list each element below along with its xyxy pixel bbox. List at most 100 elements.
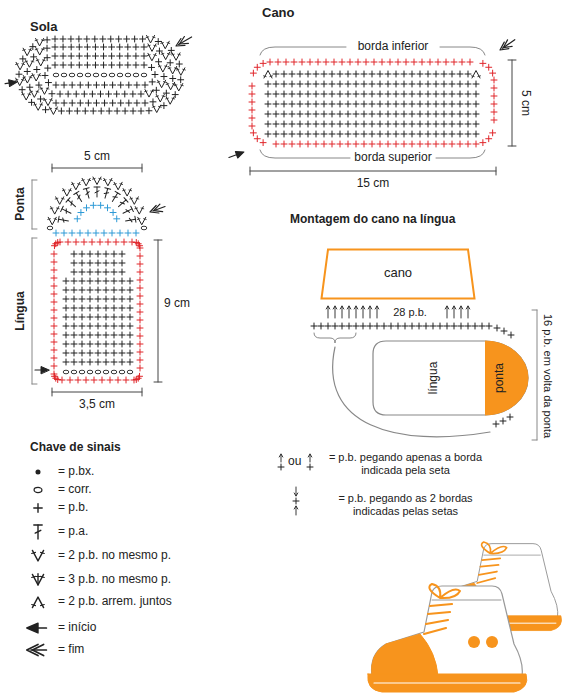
inc2-stitch — [114, 182, 122, 190]
pb-stitch — [382, 59, 383, 65]
pb-stitch — [88, 230, 89, 236]
pb-stitch — [412, 101, 413, 107]
inc2-stitch — [32, 576, 36, 577]
edge-arrow — [294, 506, 298, 509]
inc2-stitch — [43, 59, 46, 61]
pb-stitch — [404, 101, 405, 107]
pb-stitch — [276, 101, 277, 107]
cano-outline — [322, 250, 475, 299]
pb-stitch — [372, 121, 373, 127]
inc2-stitch — [156, 95, 159, 97]
pb-stitch — [364, 141, 365, 147]
pb-stitch — [66, 359, 67, 365]
pb-stitch — [82, 260, 83, 266]
pb-stitch — [348, 141, 349, 147]
pb-stitch — [452, 121, 453, 127]
pb-stitch — [80, 100, 81, 106]
pb-stitch — [104, 100, 105, 106]
pa-stitch — [74, 191, 79, 194]
chain-stitch — [79, 370, 85, 374]
inc2-stitch — [22, 93, 25, 95]
chain-stitch — [71, 370, 77, 374]
pb-stitch — [348, 131, 349, 137]
pb-stitch — [95, 53, 96, 59]
bracket-line — [537, 310, 538, 440]
pb-stitch — [428, 101, 429, 107]
chain-stitch — [93, 73, 99, 77]
pb-stitch — [460, 121, 461, 127]
pb-stitch — [334, 59, 335, 65]
pb-stitch — [412, 91, 413, 97]
pa-stitch — [83, 188, 92, 199]
pb-stitch — [74, 287, 75, 293]
pb-stitch — [84, 91, 85, 97]
chain-stitch — [127, 370, 133, 374]
lingua-shape: línguaponta — [372, 340, 530, 416]
pb-stitch — [54, 371, 55, 377]
inc2-stitch — [16, 62, 24, 70]
pb-stitch — [79, 62, 80, 68]
pb-stitch — [114, 359, 115, 365]
inc2-stitch — [169, 66, 177, 74]
bracket-line — [260, 150, 350, 158]
pb-stitch — [88, 82, 89, 88]
pb-stitch — [420, 141, 421, 147]
pb-stitch — [370, 323, 371, 329]
pb-stitch — [340, 101, 341, 107]
pb-stitch — [476, 141, 477, 147]
pa-stitch — [105, 188, 111, 190]
pb-stitch — [278, 59, 279, 65]
pb-stitch — [420, 81, 421, 87]
inc2-stitch — [166, 83, 169, 85]
pb-stitch — [468, 121, 469, 127]
pb-stitch — [36, 67, 37, 73]
inc2-stitch — [44, 98, 52, 106]
pb-stitch — [122, 359, 123, 365]
inc2-stitch — [42, 48, 45, 50]
inc2-stitch — [158, 80, 166, 88]
inc2-stitch — [78, 183, 81, 185]
pb-stitch — [60, 91, 61, 97]
pb-stitch — [391, 323, 392, 329]
inc2-stitch — [50, 99, 53, 101]
pb-stitch — [364, 91, 365, 97]
pb-stitch — [98, 278, 99, 284]
inc2-stitch — [54, 218, 57, 220]
pb-stitch — [66, 332, 67, 338]
chain-stitch — [61, 73, 67, 77]
pb-stitch — [284, 111, 285, 117]
pb-stitch — [504, 328, 505, 334]
edge-arrow — [294, 493, 298, 496]
pb-stitch — [125, 108, 126, 114]
pb-stitch — [348, 111, 349, 117]
pb-stitch — [55, 62, 56, 68]
pb-stitch — [87, 62, 88, 68]
pb-stitch — [420, 101, 421, 107]
pb-stitch — [66, 314, 67, 320]
pb-stitch — [380, 131, 381, 137]
pa-stitch — [76, 193, 81, 201]
inc2-stitch — [154, 54, 157, 56]
pb-stitch — [103, 62, 104, 68]
pb-stitch — [54, 323, 55, 329]
pb-stitch — [428, 111, 429, 117]
pb-stitch — [476, 81, 477, 87]
pb-stitch — [86, 36, 87, 42]
pb-stitch — [428, 81, 429, 87]
inc2-stitch — [165, 65, 168, 67]
pb-stitch — [70, 36, 71, 42]
pb-stitch — [106, 350, 107, 356]
inc2-stitch — [167, 53, 170, 55]
pb-stitch — [85, 108, 86, 114]
inc2-stitch — [136, 198, 139, 200]
pb-stitch — [276, 81, 277, 87]
pb-stitch — [63, 53, 64, 59]
pb-stitch — [128, 230, 129, 236]
part-title: Sola — [30, 20, 57, 35]
pb-stitch — [263, 140, 264, 146]
dimension-line — [52, 392, 142, 393]
bracket-line — [32, 384, 37, 385]
edge-arrow — [363, 306, 364, 318]
inc2-stitch — [32, 574, 43, 585]
inc2-stitch — [135, 208, 138, 210]
